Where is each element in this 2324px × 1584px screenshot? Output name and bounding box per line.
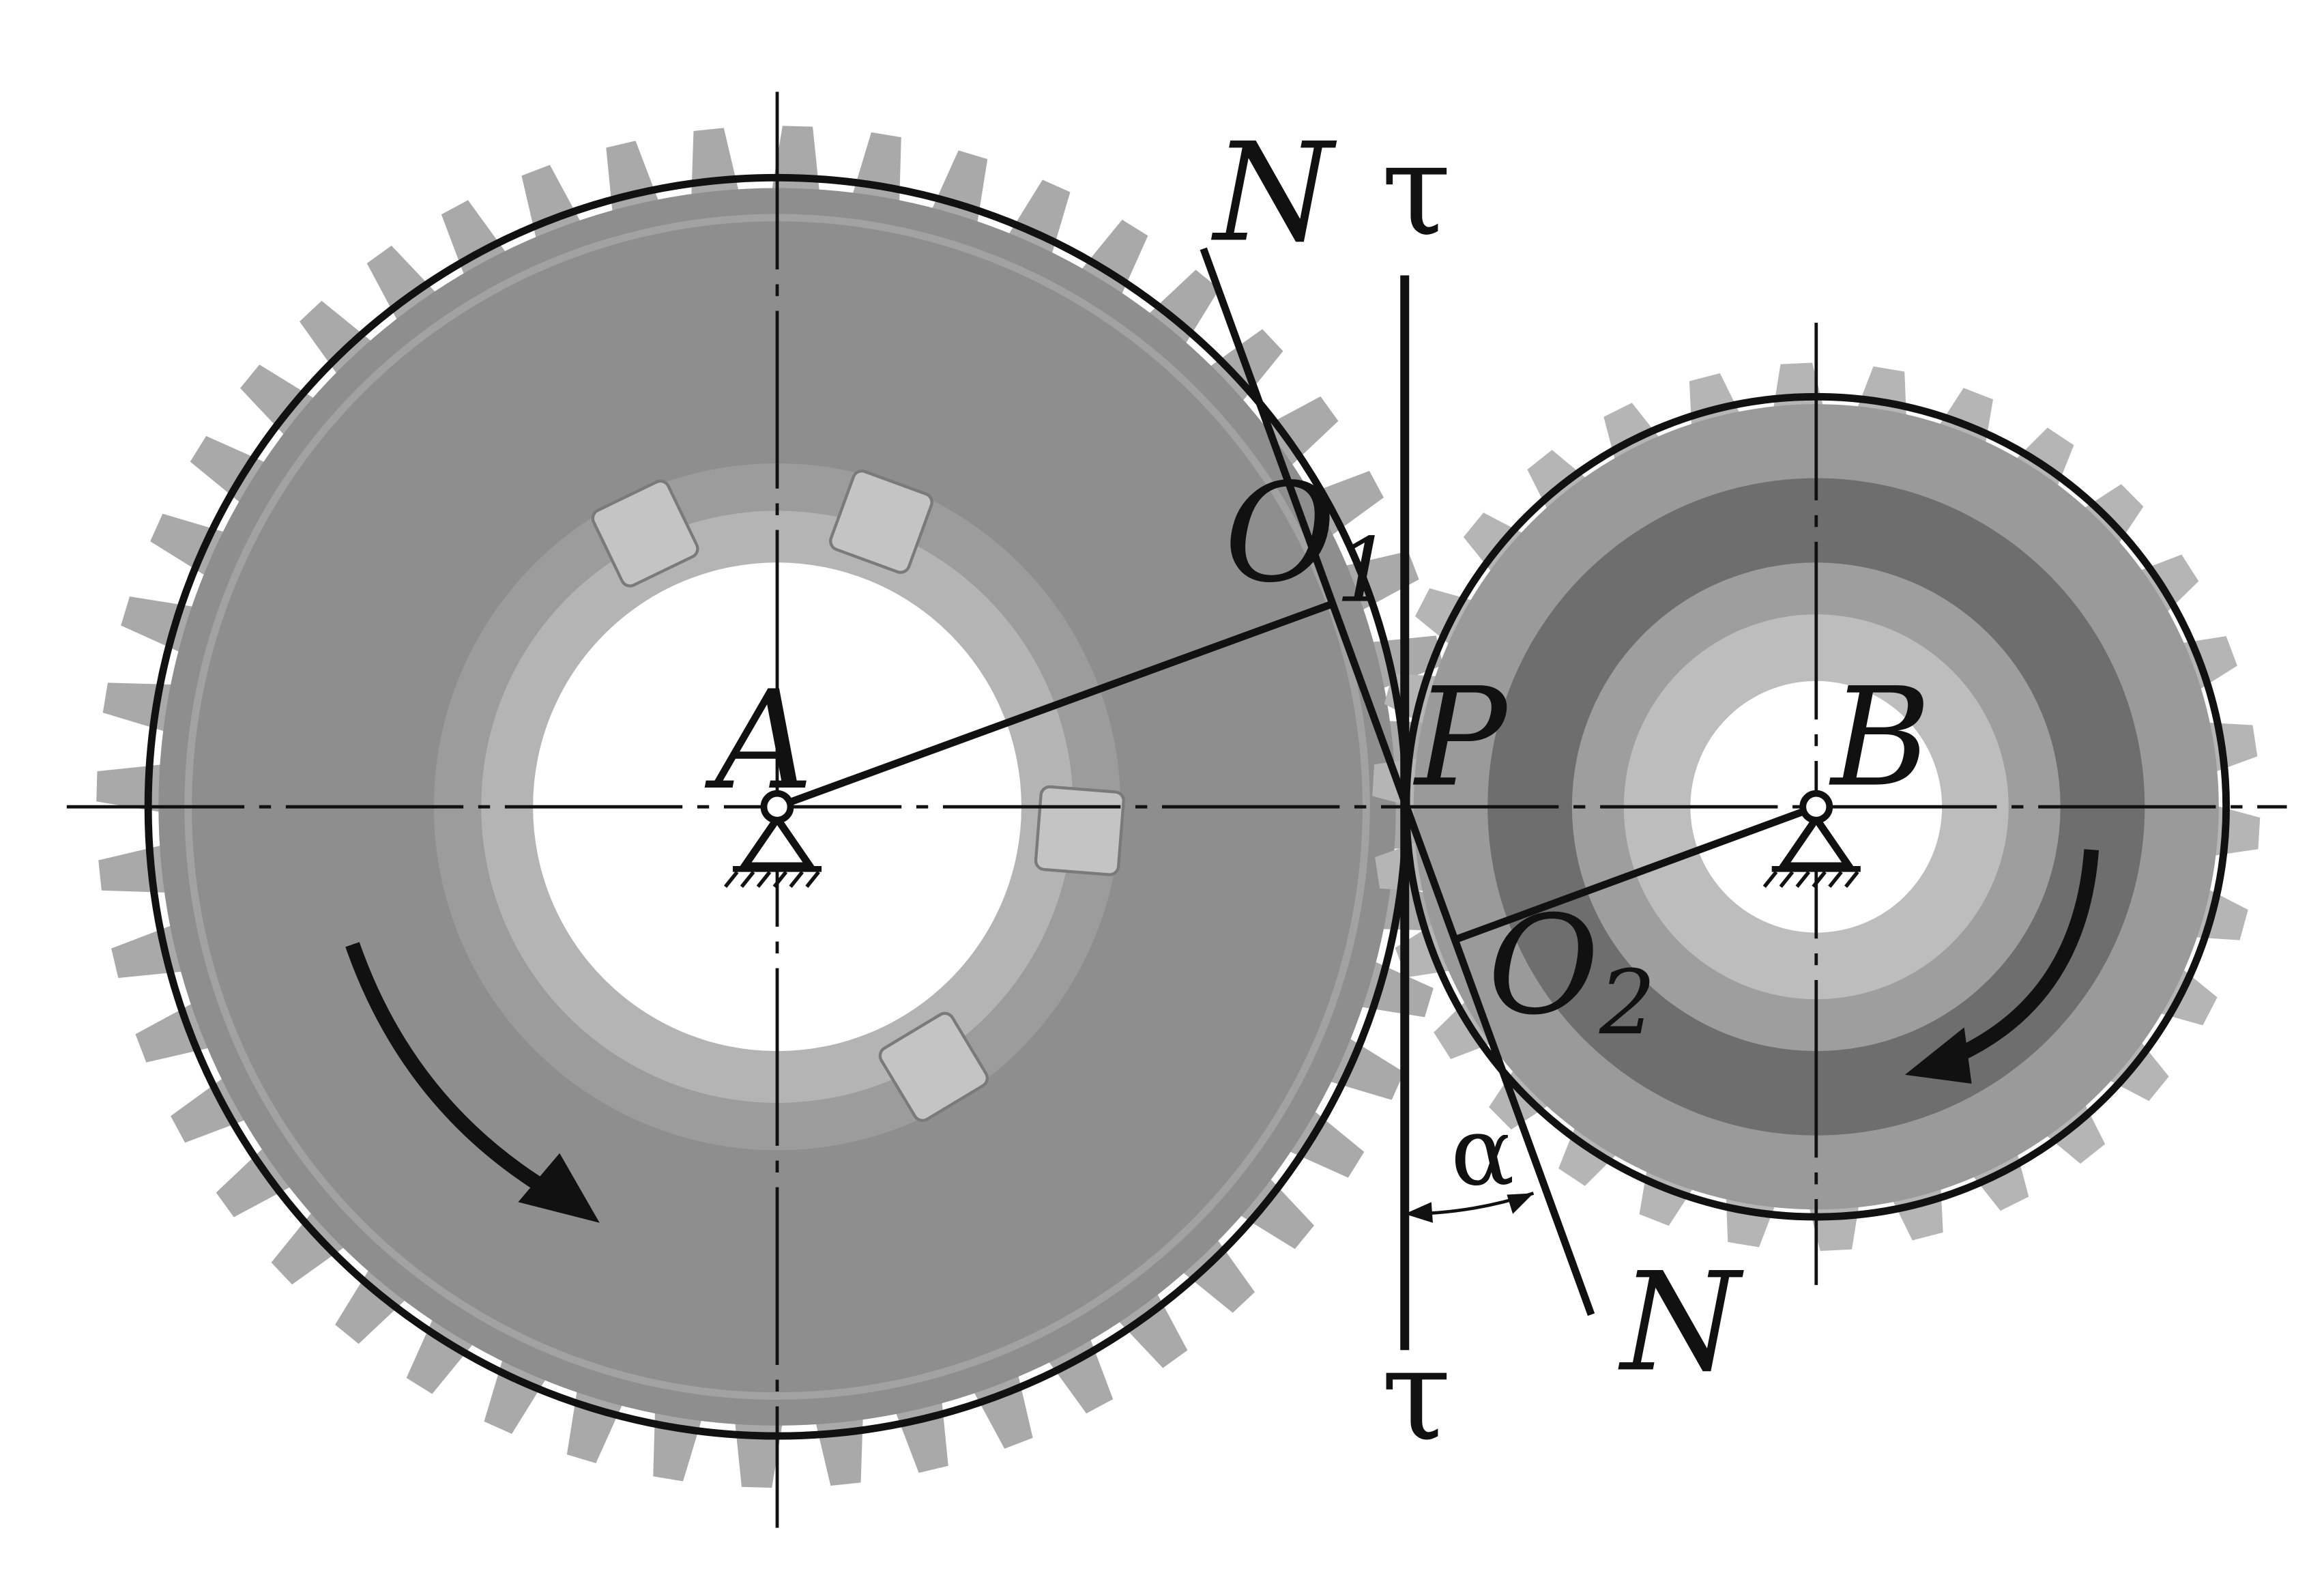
label-normal-top: N [1211,114,1337,272]
support-hatch [740,870,755,889]
radius-b-o2 [1456,803,1818,942]
pin-support-icon [723,790,822,889]
support-hatch [1844,870,1859,889]
support-hatch [1795,870,1811,889]
label-o2: O2 [1487,887,1655,1054]
label-center-a: A [704,662,813,820]
hub-lug [591,479,699,588]
rotation-arrow-clockwise-icon [345,942,600,1223]
line-of-action [1200,247,1595,1316]
label-tangent-bottom: τ [1381,1321,1451,1469]
support-hatch [1762,870,1778,889]
support-hatch [723,870,739,889]
hub-lug [1034,785,1125,876]
angle-arrowhead-right [1507,1193,1534,1214]
support-hatch [1812,870,1827,889]
rotation-arrow-counterclockwise-icon [1904,849,2100,1084]
label-normal-bottom: N [1618,1243,1744,1402]
support-hatch [805,870,820,889]
pivot-pin [1799,790,1833,824]
support-hatch [789,870,804,889]
pin-support-icon [1762,790,1861,889]
angle-arrowhead-left [1404,1202,1433,1223]
hub-lug [829,470,933,574]
support-hatch [772,870,788,889]
support-hatch [756,870,772,889]
label-tangent-top: τ [1381,116,1451,264]
label-center-b: B [1828,659,1931,818]
pivot-pin [760,790,794,824]
support-hatch [1828,870,1843,889]
label-pitch-point: P [1412,659,1509,818]
hub-lug [878,1011,989,1123]
label-o1: O1 [1224,455,1392,622]
radius-a-o1 [776,600,1334,811]
support-hatch [1779,870,1795,889]
label-angle: α [1451,1096,1515,1207]
